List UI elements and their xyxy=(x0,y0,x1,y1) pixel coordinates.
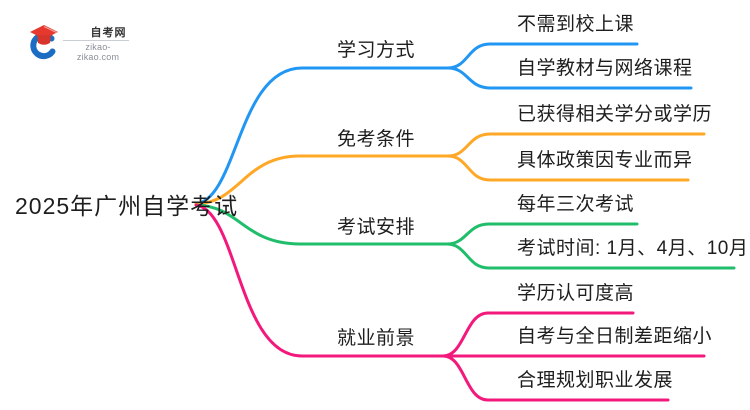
edge-leaf-study-2 xyxy=(446,66,693,90)
leaf-node-career-planning[interactable]: 合理规划职业发展 xyxy=(517,370,674,391)
leaf-node-credits[interactable]: 已获得相关学分或学历 xyxy=(517,104,713,125)
edge-leaf-career-3 xyxy=(441,354,670,402)
branch-node-study-method[interactable]: 学习方式 xyxy=(337,40,416,61)
branch-node-career-outlook[interactable]: 就业前景 xyxy=(337,328,416,349)
site-logo[interactable]: 自考网 zikao-zikao.com xyxy=(27,22,147,62)
logo-domain: zikao-zikao.com xyxy=(76,42,120,62)
edge-leaf-career-1 xyxy=(441,311,635,358)
leaf-node-gap-narrowing[interactable]: 自考与全日制差距缩小 xyxy=(517,326,713,347)
edge-branch-study xyxy=(194,66,450,206)
leaf-node-exam-months[interactable]: 考试时间: 1月、4月、10月 xyxy=(517,238,749,259)
branch-node-exam-schedule[interactable]: 考试安排 xyxy=(337,217,416,238)
edge-leaf-exempt-2 xyxy=(446,154,690,182)
edge-branch-schedule xyxy=(194,203,449,246)
leaf-node-no-campus[interactable]: 不需到校上课 xyxy=(517,14,635,35)
logo-title: 自考网 xyxy=(90,27,127,39)
leaf-node-self-study[interactable]: 自学教材与网络课程 xyxy=(517,58,693,79)
leaf-node-recognition[interactable]: 学历认可度高 xyxy=(517,283,635,304)
graduation-cap-icon xyxy=(30,25,58,60)
logo-divider xyxy=(63,40,129,41)
root-node[interactable]: 2025年广州自学考试 xyxy=(15,193,239,219)
edge-branch-career xyxy=(194,203,445,358)
edge-branch-exempt xyxy=(194,154,450,206)
leaf-node-policy[interactable]: 具体政策因专业而异 xyxy=(517,150,693,171)
leaf-node-three-exams[interactable]: 每年三次考试 xyxy=(517,194,635,215)
edge-leaf-schedule-2 xyxy=(445,242,736,270)
branch-node-exemption[interactable]: 免考条件 xyxy=(337,129,416,150)
